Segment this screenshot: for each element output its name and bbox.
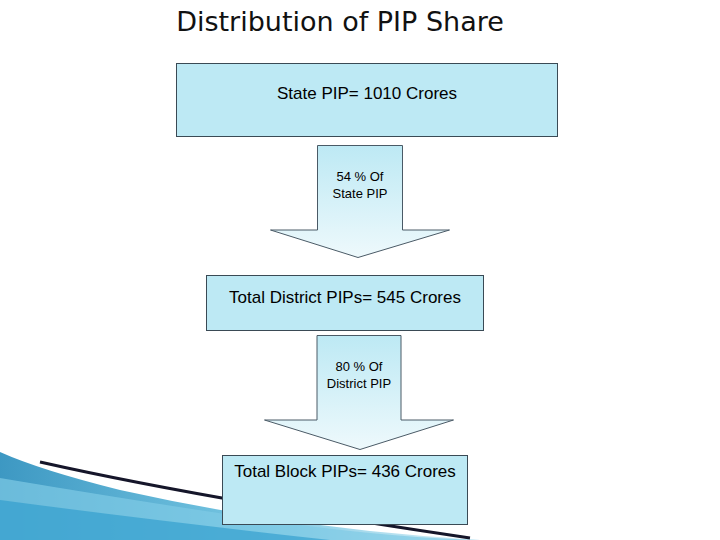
- box-label: Total Block PIPs= 436 Crores: [223, 462, 467, 482]
- arrow-outline: [264, 335, 454, 450]
- box-label: Total District PIPs= 545 Crores: [207, 288, 483, 308]
- process-box: State PIP= 1010 Crores: [176, 63, 558, 137]
- diagram-title: Distribution of PIP Share: [0, 6, 680, 37]
- down-arrow-shape: 54 % Of State PIP: [270, 145, 450, 258]
- process-box: Total Block PIPs= 436 Crores: [222, 455, 468, 525]
- arrow-label: 80 % Of District PIP: [322, 359, 396, 392]
- arrow-polygon: [265, 336, 454, 450]
- process-box: Total District PIPs= 545 Crores: [206, 275, 484, 331]
- arrow-label: 54 % Of State PIP: [323, 169, 398, 202]
- arrow-polygon: [271, 146, 450, 258]
- down-arrow-shape: 80 % Of District PIP: [264, 335, 454, 450]
- arrow-outline: [270, 145, 450, 258]
- box-label: State PIP= 1010 Crores: [177, 84, 557, 104]
